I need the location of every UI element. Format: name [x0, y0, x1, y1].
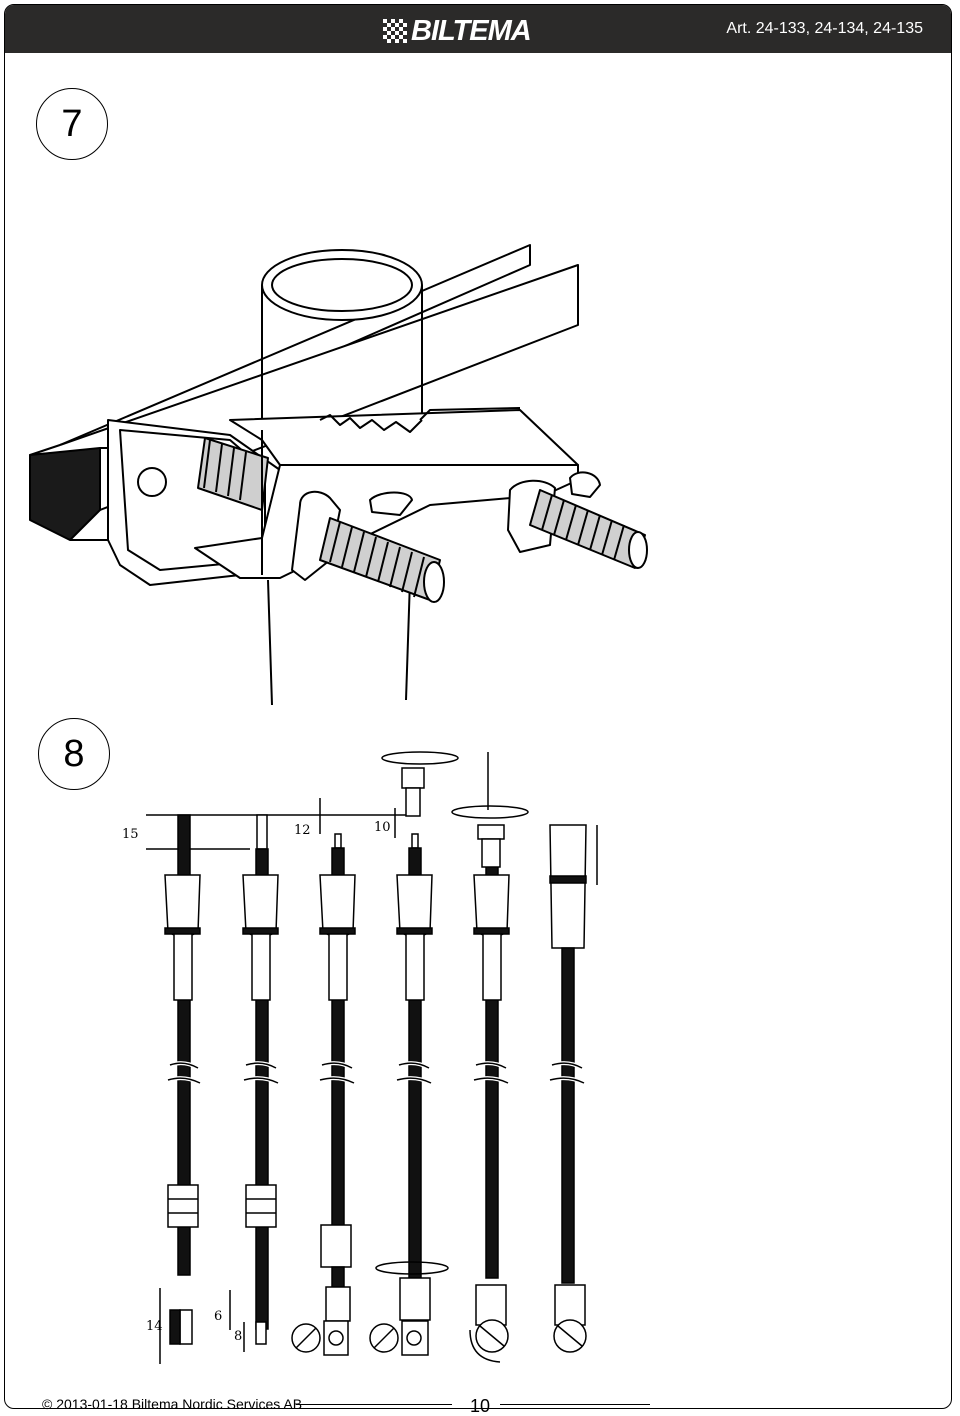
- checkered-flag-icon: [383, 19, 407, 43]
- header-bar: BILTEMA Art. 24-133, 24-134, 24-135: [5, 5, 951, 53]
- page-number: 10: [470, 1396, 491, 1416]
- dim-12: 12: [294, 823, 311, 838]
- article-numbers: Art. 24-133, 24-134, 24-135: [726, 20, 923, 37]
- connector-sequence-illustration: 15 12 10 14 6 8: [122, 751, 598, 1364]
- footer-divider-right: [500, 1404, 650, 1405]
- footer-divider-left: [296, 1404, 452, 1405]
- brand-logo: BILTEMA: [383, 14, 532, 47]
- clamp-illustration: [29, 244, 648, 706]
- dim-8: 8: [234, 1329, 242, 1344]
- step-number-7: 7: [36, 88, 108, 160]
- dim-14: 14: [146, 1319, 163, 1334]
- footer-copyright: © 2013-01-18 Biltema Nordic Services AB: [42, 1396, 303, 1412]
- dim-6: 6: [214, 1309, 222, 1324]
- brand-name: BILTEMA: [411, 14, 532, 47]
- dim-15: 15: [122, 827, 139, 842]
- step-number-8: 8: [38, 718, 110, 790]
- dim-10: 10: [374, 820, 391, 835]
- page-frame: BILTEMA Art. 24-133, 24-134, 24-135: [4, 4, 952, 1409]
